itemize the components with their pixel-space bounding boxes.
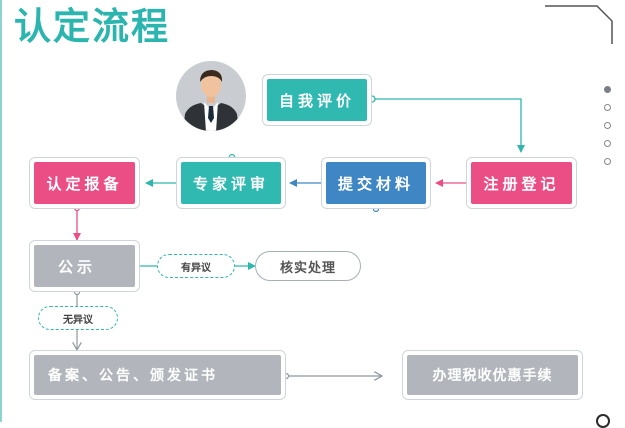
page-dot[interactable] (604, 86, 611, 93)
step-publicize-label: 公示 (34, 245, 135, 287)
page-dot[interactable] (604, 140, 611, 147)
step-register-label: 注册登记 (471, 162, 572, 204)
page-indicator (604, 86, 614, 176)
step-self-evaluation-label: 自我评价 (267, 79, 367, 121)
connector-self-to-register (372, 98, 525, 153)
page-title: 认定流程 (14, 5, 170, 48)
step-tax-incentive: 办理税收优惠手续 (402, 350, 583, 400)
step-file-announce-certify-label: 备案、公告、颁发证书 (34, 355, 281, 395)
step-file-announce-certify: 备案、公告、颁发证书 (29, 350, 286, 400)
step-confirm-report: 认定报备 (29, 157, 140, 209)
page-dot[interactable] (604, 104, 611, 111)
step-submit-materials-label: 提交材料 (326, 162, 426, 204)
step-verify-handle: 核实处理 (255, 251, 361, 281)
step-tax-incentive-label: 办理税收优惠手续 (407, 355, 578, 395)
circle-button-icon[interactable] (596, 414, 610, 428)
left-accent-bar (0, 0, 2, 422)
corner-frame-decoration (545, 5, 613, 44)
page-dot[interactable] (604, 158, 611, 165)
step-submit-materials: 提交材料 (321, 157, 431, 209)
page-dot[interactable] (604, 122, 611, 129)
businessman-avatar-icon (176, 61, 246, 131)
step-publicize: 公示 (29, 240, 140, 292)
step-confirm-report-label: 认定报备 (34, 162, 135, 204)
step-expert-review: 专家评审 (176, 157, 286, 209)
branch-no-objection: 无异议 (38, 306, 118, 330)
step-register: 注册登记 (466, 157, 577, 209)
step-self-evaluation: 自我评价 (262, 74, 372, 126)
step-expert-review-label: 专家评审 (181, 162, 281, 204)
branch-objection: 有异议 (157, 254, 235, 278)
